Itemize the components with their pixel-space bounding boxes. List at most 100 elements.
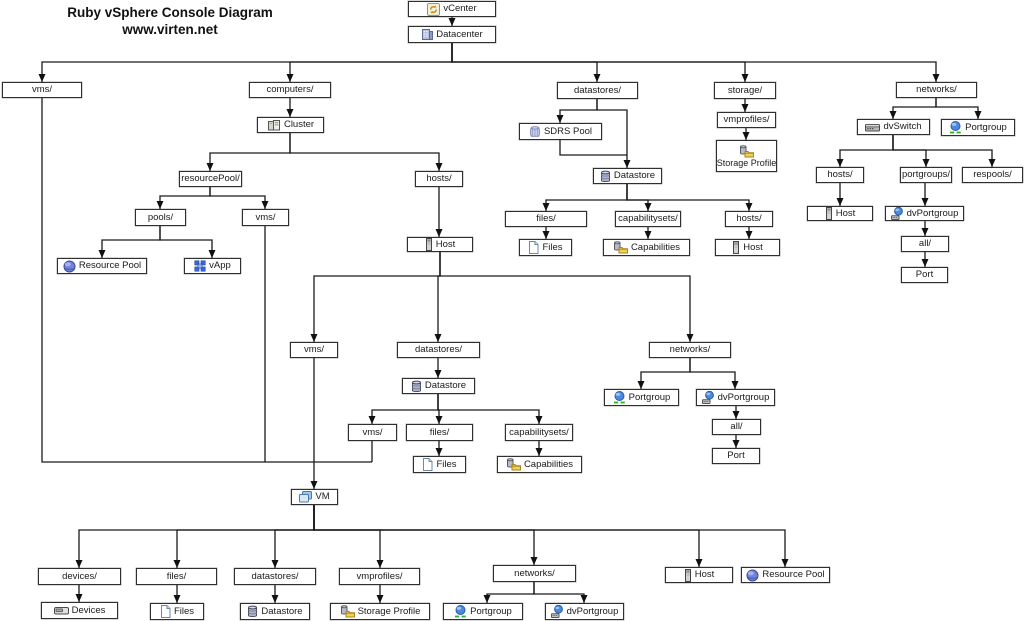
diagram-title-line2: www.virten.net [122, 22, 218, 37]
edge-dvswitch-to-hosts-2 [836, 135, 894, 167]
edge-host-1-to-vms-host [310, 252, 441, 342]
node-label-dvportgroup-3: dvPortgroup [566, 605, 619, 617]
files-icon [160, 605, 171, 618]
node-label-storage-profile-2: Storage Profile [357, 605, 421, 617]
node-label-vms-ds: vms/ [362, 426, 383, 438]
edge-cluster-to-hosts-1 [289, 133, 443, 171]
node-vms-host: vms/ [290, 342, 338, 358]
dvportgroup-icon [701, 391, 715, 404]
node-label-portgroup-2: Portgroup [628, 391, 671, 403]
portgroup-icon [454, 605, 467, 618]
diagram-title: Ruby vSphere Console Diagram www.virten.… [55, 4, 285, 38]
host-icon [425, 238, 433, 251]
node-dvswitch: dvSwitch [857, 119, 930, 135]
sdrs-icon [529, 125, 541, 138]
node-datastore-3: Datastore [240, 603, 310, 620]
edge-pools-to-vapp [159, 226, 216, 258]
rpool-icon [63, 260, 76, 273]
edge-sdrs-pool-to-datastore-1 [559, 140, 627, 156]
node-files-obj-2: Files [413, 456, 466, 473]
node-resourcepool-dir: resourcePool/ [179, 171, 242, 187]
node-datacenter: Datacenter [408, 26, 496, 43]
node-label-portgroup-3: Portgroup [470, 605, 512, 617]
node-capabilities-2: Capabilities [497, 456, 582, 473]
edge-vm-to-resource-pool-2 [313, 505, 789, 567]
node-dvportgroup-1: dvPortgroup [885, 206, 964, 221]
edge-vm-to-datastores-vm [271, 505, 315, 568]
node-datastores-root: datastores/ [557, 82, 638, 99]
node-vms-root: vms/ [2, 82, 82, 98]
edge-cluster-to-resourcepool-dir [206, 133, 291, 171]
node-port-1: Port [901, 267, 948, 283]
node-capabilitysets-2: capabilitysets/ [505, 424, 573, 441]
datastore-icon [247, 605, 258, 618]
node-devices-obj: Devices [41, 602, 118, 619]
node-sdrs-pool: SDRS Pool [519, 123, 602, 140]
node-label-hosts-1: hosts/ [426, 173, 452, 185]
node-portgroup-1: Portgroup [941, 119, 1015, 136]
node-label-files-obj-1: Files [542, 241, 563, 253]
node-vmprofiles-1: vmprofiles/ [717, 112, 776, 128]
node-label-dvportgroup-2: dvPortgroup [717, 391, 770, 403]
node-label-files-3: files/ [166, 570, 187, 582]
vcenter-icon [427, 2, 441, 16]
node-label-networks-root: networks/ [916, 84, 957, 96]
node-label-capabilities-1: Capabilities [630, 241, 681, 253]
node-storage: storage/ [714, 82, 776, 99]
dvportgroup-icon [550, 605, 564, 618]
edge-datastore-1-to-files-1 [542, 184, 628, 211]
node-portgroup-2: Portgroup [604, 389, 679, 406]
node-files-2: files/ [406, 424, 473, 441]
node-label-all-1: all/ [918, 238, 932, 250]
node-label-respools: respools/ [973, 169, 1012, 181]
node-vapp: vApp [184, 258, 241, 274]
node-storage-profile-1: Storage Profile [716, 140, 777, 172]
node-dvportgroup-2: dvPortgroup [696, 389, 775, 406]
node-label-computers: computers/ [266, 84, 314, 96]
node-label-all-2: all/ [730, 421, 743, 433]
node-portgroups-dir: portgroups/ [900, 167, 952, 183]
edge-datacenter-to-networks-root [451, 43, 940, 82]
datacenter-icon [421, 28, 434, 41]
edge-networks-vm-to-portgroup-3 [483, 582, 535, 603]
edge-vm-to-host-4 [313, 505, 703, 567]
datastore-icon [411, 380, 422, 393]
node-portgroup-3: Portgroup [443, 603, 523, 620]
edge-vm-to-vmprofiles-2 [313, 505, 384, 568]
edge-datacenter-to-computers [286, 43, 453, 82]
node-label-host-3: Host [743, 241, 763, 253]
node-cluster: Cluster [257, 117, 324, 133]
node-label-portgroups-dir: portgroups/ [901, 169, 951, 181]
diagram-title-line1: Ruby vSphere Console Diagram [67, 5, 273, 20]
node-label-resourcepool-dir: resourcePool/ [181, 173, 240, 185]
node-label-vms-host: vms/ [303, 344, 325, 356]
node-respools: respools/ [962, 167, 1023, 183]
dvportgroup-icon [890, 207, 904, 220]
node-label-port-1: Port [915, 269, 934, 281]
node-vms-ds: vms/ [348, 424, 397, 441]
node-label-files-obj-3: Files [173, 605, 195, 617]
node-label-vcenter: vCenter [443, 3, 477, 15]
node-label-cluster: Cluster [283, 119, 315, 131]
devices-icon [53, 606, 69, 615]
node-networks-vm: networks/ [493, 565, 576, 582]
node-pools: pools/ [135, 209, 186, 226]
node-label-port-2: Port [727, 450, 745, 462]
node-label-datastores-vm: datastores/ [251, 570, 299, 582]
edge-vm-to-networks-vm [313, 505, 538, 565]
edge-networks-vm-to-dvportgroup-3 [533, 582, 588, 603]
node-label-networks-vm: networks/ [514, 567, 555, 579]
node-files-obj-3: Files [150, 603, 204, 620]
host-icon [732, 241, 740, 254]
node-label-hosts-3: hosts/ [736, 213, 762, 225]
node-vm: VM [291, 489, 338, 505]
node-label-capabilitysets-2: capabilitysets/ [509, 426, 569, 438]
node-label-host-4: Host [694, 569, 715, 581]
node-label-hosts-2: hosts/ [827, 169, 853, 181]
node-label-pools: pools/ [147, 211, 174, 223]
node-storage-profile-2: Storage Profile [330, 603, 430, 620]
node-host-1: Host [407, 237, 473, 252]
node-vms-rp: vms/ [242, 209, 289, 226]
edge-networks-root-to-dvswitch [889, 98, 937, 119]
